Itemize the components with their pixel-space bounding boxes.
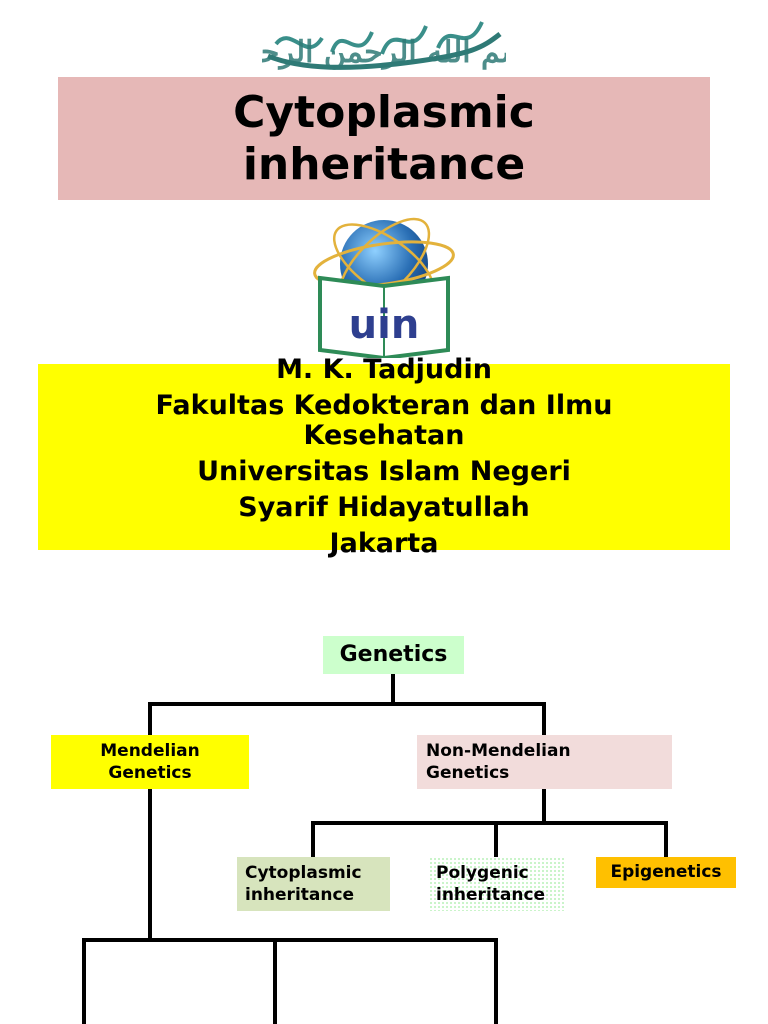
title-line-1: Cytoplasmic: [233, 86, 535, 138]
node-non-mendelian-label-1: Non-Mendelian: [426, 741, 571, 761]
node-mendelian-genetics: Mendelian Genetics: [51, 735, 249, 789]
author-block: M. K. Tadjudin Fakultas Kedokteran dan I…: [38, 355, 730, 559]
university-line-1: Universitas Islam Negeri: [197, 456, 571, 487]
node-mendelian-label-1: Mendelian: [100, 741, 200, 761]
node-polygenic-label-1: Polygenic: [436, 863, 529, 883]
node-genetics-label: Genetics: [339, 642, 448, 667]
node-non-mendelian-genetics: Non-Mendelian Genetics: [417, 735, 672, 789]
uin-logo: uin: [312, 212, 456, 361]
node-epigenetics: Epigenetics: [596, 857, 736, 888]
node-cytoplasmic-label-2: inheritance: [245, 885, 355, 905]
uin-logo-icon: uin: [313, 217, 455, 361]
university-line-2: Syarif Hidayatullah: [238, 492, 530, 523]
node-polygenic-label-2: inheritance: [436, 885, 546, 905]
uin-logo-text: uin: [349, 302, 420, 348]
page-title: Cytoplasmic inheritance: [233, 87, 535, 191]
faculty-name: Fakultas Kedokteran dan Ilmu Kesehatan: [155, 390, 613, 451]
node-cytoplasmic-inheritance: Cytoplasmic inheritance: [237, 857, 390, 911]
node-mendelian-label-2: Genetics: [108, 763, 192, 783]
svg-text:بسم الله الرحمن الرحيم: بسم الله الرحمن الرحيم: [262, 35, 506, 70]
node-non-mendelian-label-2: Genetics: [426, 763, 510, 783]
title-banner: Cytoplasmic inheritance: [58, 77, 710, 200]
node-genetics: Genetics: [323, 636, 464, 674]
author-name: M. K. Tadjudin: [276, 354, 492, 385]
title-line-2: inheritance: [242, 138, 526, 190]
node-cytoplasmic-label-1: Cytoplasmic: [245, 863, 362, 883]
city-name: Jakarta: [329, 528, 439, 559]
node-polygenic-inheritance: Polygenic inheritance: [429, 857, 566, 911]
node-epigenetics-label: Epigenetics: [610, 862, 722, 882]
